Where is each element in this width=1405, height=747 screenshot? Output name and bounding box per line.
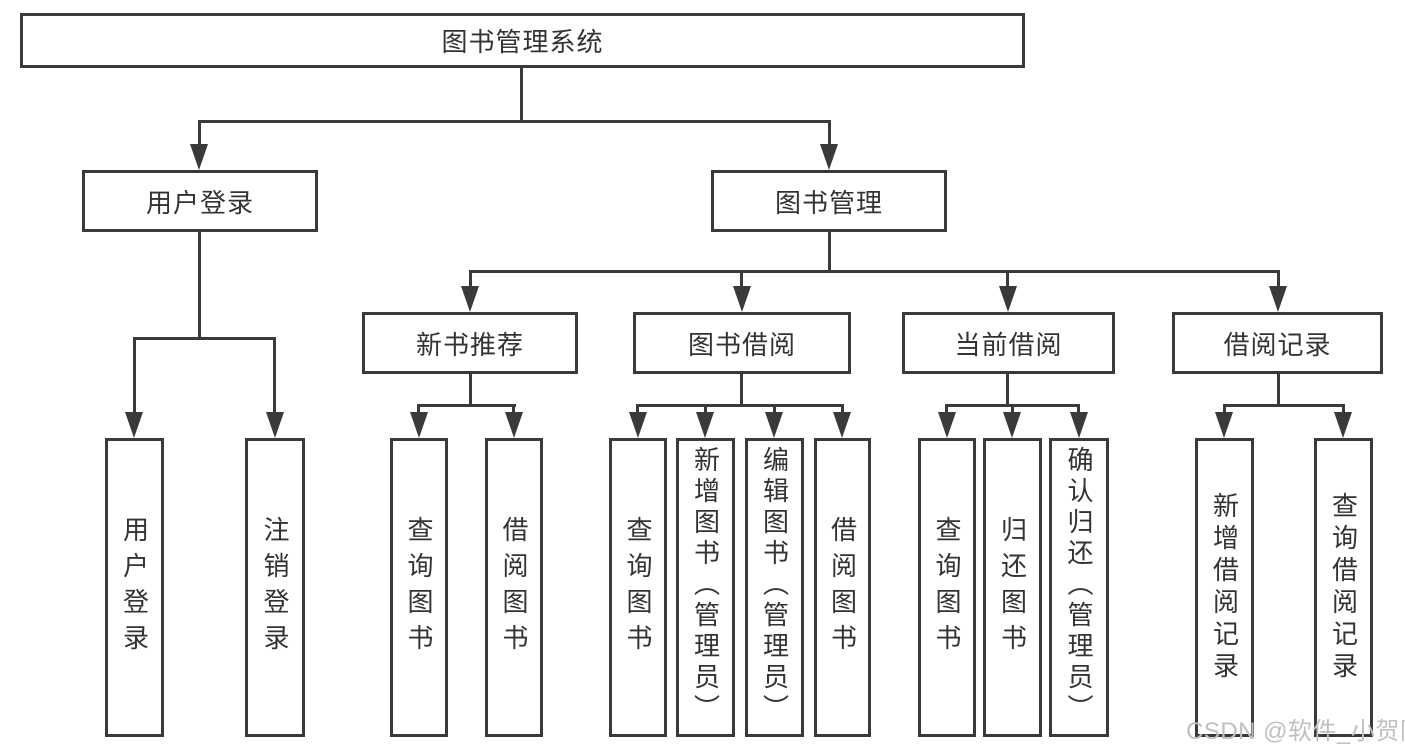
connector-branch — [1223, 404, 1344, 407]
leaf-label: 用户登录 — [119, 515, 150, 660]
node-label: 图书管理 — [774, 187, 883, 218]
connector-line — [1011, 404, 1014, 414]
arrow-down-icon — [733, 286, 751, 312]
connector-line — [945, 404, 948, 414]
node-label: 图书借阅 — [687, 329, 796, 360]
connector-line — [1006, 270, 1009, 288]
node-label: 用户登录 — [145, 187, 254, 218]
leaf-logout: 注销登录 — [245, 438, 305, 737]
connector-line — [512, 404, 515, 414]
connector-root-branch — [198, 120, 831, 123]
connector-line — [469, 270, 472, 288]
leaf-borrow-books-2: 借阅图书 — [814, 438, 871, 737]
arrow-down-icon — [999, 286, 1017, 312]
arrow-down-icon — [765, 412, 783, 438]
arrow-down-icon — [410, 412, 428, 438]
leaf-label: 归还图书 — [997, 515, 1028, 660]
connector-line — [636, 404, 639, 414]
connector-line — [417, 404, 420, 414]
leaf-add-borrow-record: 新增借阅记录 — [1195, 438, 1254, 737]
leaf-label: 查询借阅记录 — [1328, 491, 1359, 684]
arrow-down-icon — [938, 412, 956, 438]
arrow-down-icon — [125, 412, 143, 438]
arrow-down-icon — [696, 412, 714, 438]
connector-user-stem — [198, 232, 201, 339]
node-book-borrowing: 图书借阅 — [633, 312, 851, 374]
leaf-label: 查询图书 — [623, 515, 653, 660]
connector-book-branch — [469, 270, 1280, 273]
node-borrowing-records: 借阅记录 — [1172, 312, 1383, 374]
arrow-down-icon — [1269, 286, 1287, 312]
leaf-user-login: 用户登录 — [105, 438, 164, 737]
leaf-label: 借阅图书 — [499, 515, 529, 660]
connector-line — [1077, 404, 1080, 414]
connector-line — [841, 404, 844, 414]
arrow-down-icon — [505, 412, 523, 438]
node-root-label: 图书管理系统 — [441, 27, 604, 57]
leaf-query-books-1: 查询图书 — [390, 438, 448, 737]
leaf-label: 编辑图书（管理员） — [759, 446, 790, 725]
node-label: 当前借阅 — [954, 329, 1063, 360]
connector-line — [1006, 374, 1009, 405]
connector-line — [133, 337, 136, 415]
arrow-down-icon — [833, 412, 851, 438]
node-root: 图书管理系统 — [20, 13, 1025, 68]
leaf-label: 确认归还（管理员） — [1064, 446, 1094, 725]
leaf-return-books: 归还图书 — [983, 438, 1042, 737]
arrow-down-icon — [1215, 412, 1233, 438]
leaf-borrow-books-1: 借阅图书 — [485, 438, 543, 737]
leaf-label: 查询图书 — [404, 515, 434, 660]
connector-line — [273, 337, 276, 415]
arrow-down-icon — [190, 144, 208, 170]
connector-line — [740, 270, 743, 288]
connector-line — [773, 404, 776, 414]
leaf-query-books-2: 查询图书 — [609, 438, 667, 737]
connector-line — [740, 374, 743, 405]
connector-root-stem — [520, 68, 523, 122]
leaf-add-book-admin: 新增图书（管理员） — [676, 438, 735, 737]
connector-book-stem — [828, 232, 831, 272]
csdn-watermark: CSDN @软件_小贺同学 — [1186, 718, 1405, 745]
connector-line — [469, 374, 472, 405]
arrow-down-icon — [266, 412, 284, 438]
connector-branch — [637, 404, 843, 407]
connector-user-branch — [133, 337, 276, 340]
leaf-query-borrow-record: 查询借阅记录 — [1314, 438, 1373, 737]
connector-line — [1223, 404, 1226, 414]
connector-line — [704, 404, 707, 414]
leaf-edit-book-admin: 编辑图书（管理员） — [745, 438, 804, 737]
leaf-label: 新增借阅记录 — [1209, 491, 1240, 684]
arrow-down-icon — [1003, 412, 1021, 438]
leaf-label: 借阅图书 — [827, 515, 858, 660]
arrow-down-icon — [820, 144, 838, 170]
leaf-query-books-3: 查询图书 — [918, 438, 976, 737]
leaf-label: 新增图书（管理员） — [690, 446, 721, 725]
node-label: 借阅记录 — [1223, 329, 1332, 360]
node-current-borrowing: 当前借阅 — [902, 312, 1115, 374]
node-new-book-recommendation: 新书推荐 — [362, 312, 578, 374]
node-user-login: 用户登录 — [82, 170, 318, 232]
connector-line — [198, 120, 201, 148]
connector-line — [1277, 374, 1280, 405]
leaf-confirm-return-admin: 确认归还（管理员） — [1049, 438, 1109, 737]
connector-line — [828, 120, 831, 148]
connector-line — [1277, 270, 1280, 288]
leaf-label: 注销登录 — [260, 515, 290, 660]
node-label: 新书推荐 — [415, 329, 524, 360]
node-book-management: 图书管理 — [711, 170, 947, 232]
arrow-down-icon — [629, 412, 647, 438]
leaf-label: 查询图书 — [932, 515, 962, 660]
arrow-down-icon — [1070, 412, 1088, 438]
arrow-down-icon — [1334, 412, 1352, 438]
arrow-down-icon — [461, 286, 479, 312]
connector-line — [1342, 404, 1345, 414]
connector-branch — [418, 404, 516, 407]
